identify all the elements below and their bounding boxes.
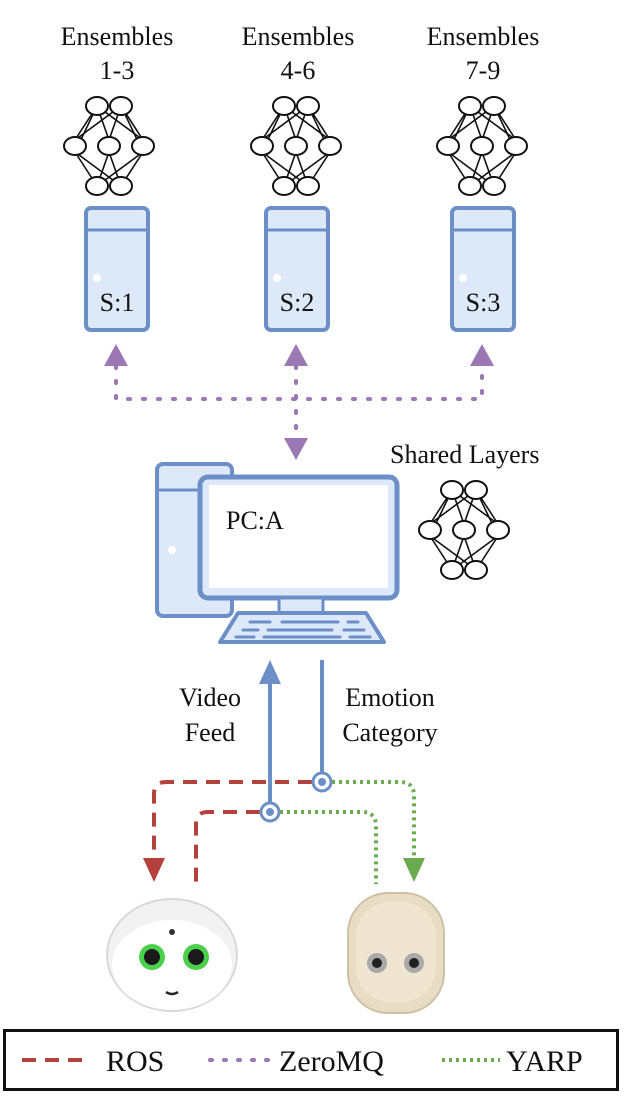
icub-robot-head-image <box>347 892 445 1014</box>
legend-zeromq-label: ZeroMQ <box>279 1045 384 1078</box>
ensemble-title-2: Ensembles <box>241 22 355 51</box>
ensemble-title-3: Ensembles <box>426 22 540 51</box>
video-feed-label-line1: Video <box>179 683 241 712</box>
yarp-arrowhead <box>403 858 425 882</box>
legend: ROS ZeroMQ YARP <box>3 1029 619 1091</box>
ensemble-range-3: 7-9 <box>465 56 501 85</box>
pc-label: PC:A <box>226 506 284 535</box>
zeromq-links <box>114 364 484 440</box>
zeromq-arrowheads <box>104 344 494 460</box>
server-2-label: S:2 <box>279 288 315 317</box>
ensemble-network-2-icon <box>250 96 342 196</box>
junction-video <box>259 801 281 823</box>
emotion-category-label-line2: Category <box>342 718 438 747</box>
shared-layers-network-icon <box>418 480 510 580</box>
yarp-links <box>280 780 416 884</box>
ensemble-title-1: Ensembles <box>60 22 174 51</box>
legend-ros-label: ROS <box>106 1045 165 1078</box>
server-3-label: S:3 <box>465 288 501 317</box>
pepper-robot-head-image <box>106 898 238 1012</box>
ros-links <box>152 780 312 884</box>
ros-arrowhead <box>143 858 165 882</box>
pc-computer-icon <box>155 462 400 644</box>
ensemble-range-2: 4-6 <box>280 56 316 85</box>
video-feed-link <box>259 660 281 812</box>
ensemble-network-1-icon <box>63 96 155 196</box>
junction-emotion <box>311 771 333 793</box>
ensemble-network-3-icon <box>436 96 528 196</box>
server-1-label: S:1 <box>99 288 135 317</box>
emotion-category-label-line1: Emotion <box>345 683 435 712</box>
shared-layers-label: Shared Layers <box>390 440 540 469</box>
ensemble-range-1: 1-3 <box>99 56 135 85</box>
video-feed-label-line2: Feed <box>184 718 236 747</box>
legend-yarp-label: YARP <box>506 1045 583 1078</box>
